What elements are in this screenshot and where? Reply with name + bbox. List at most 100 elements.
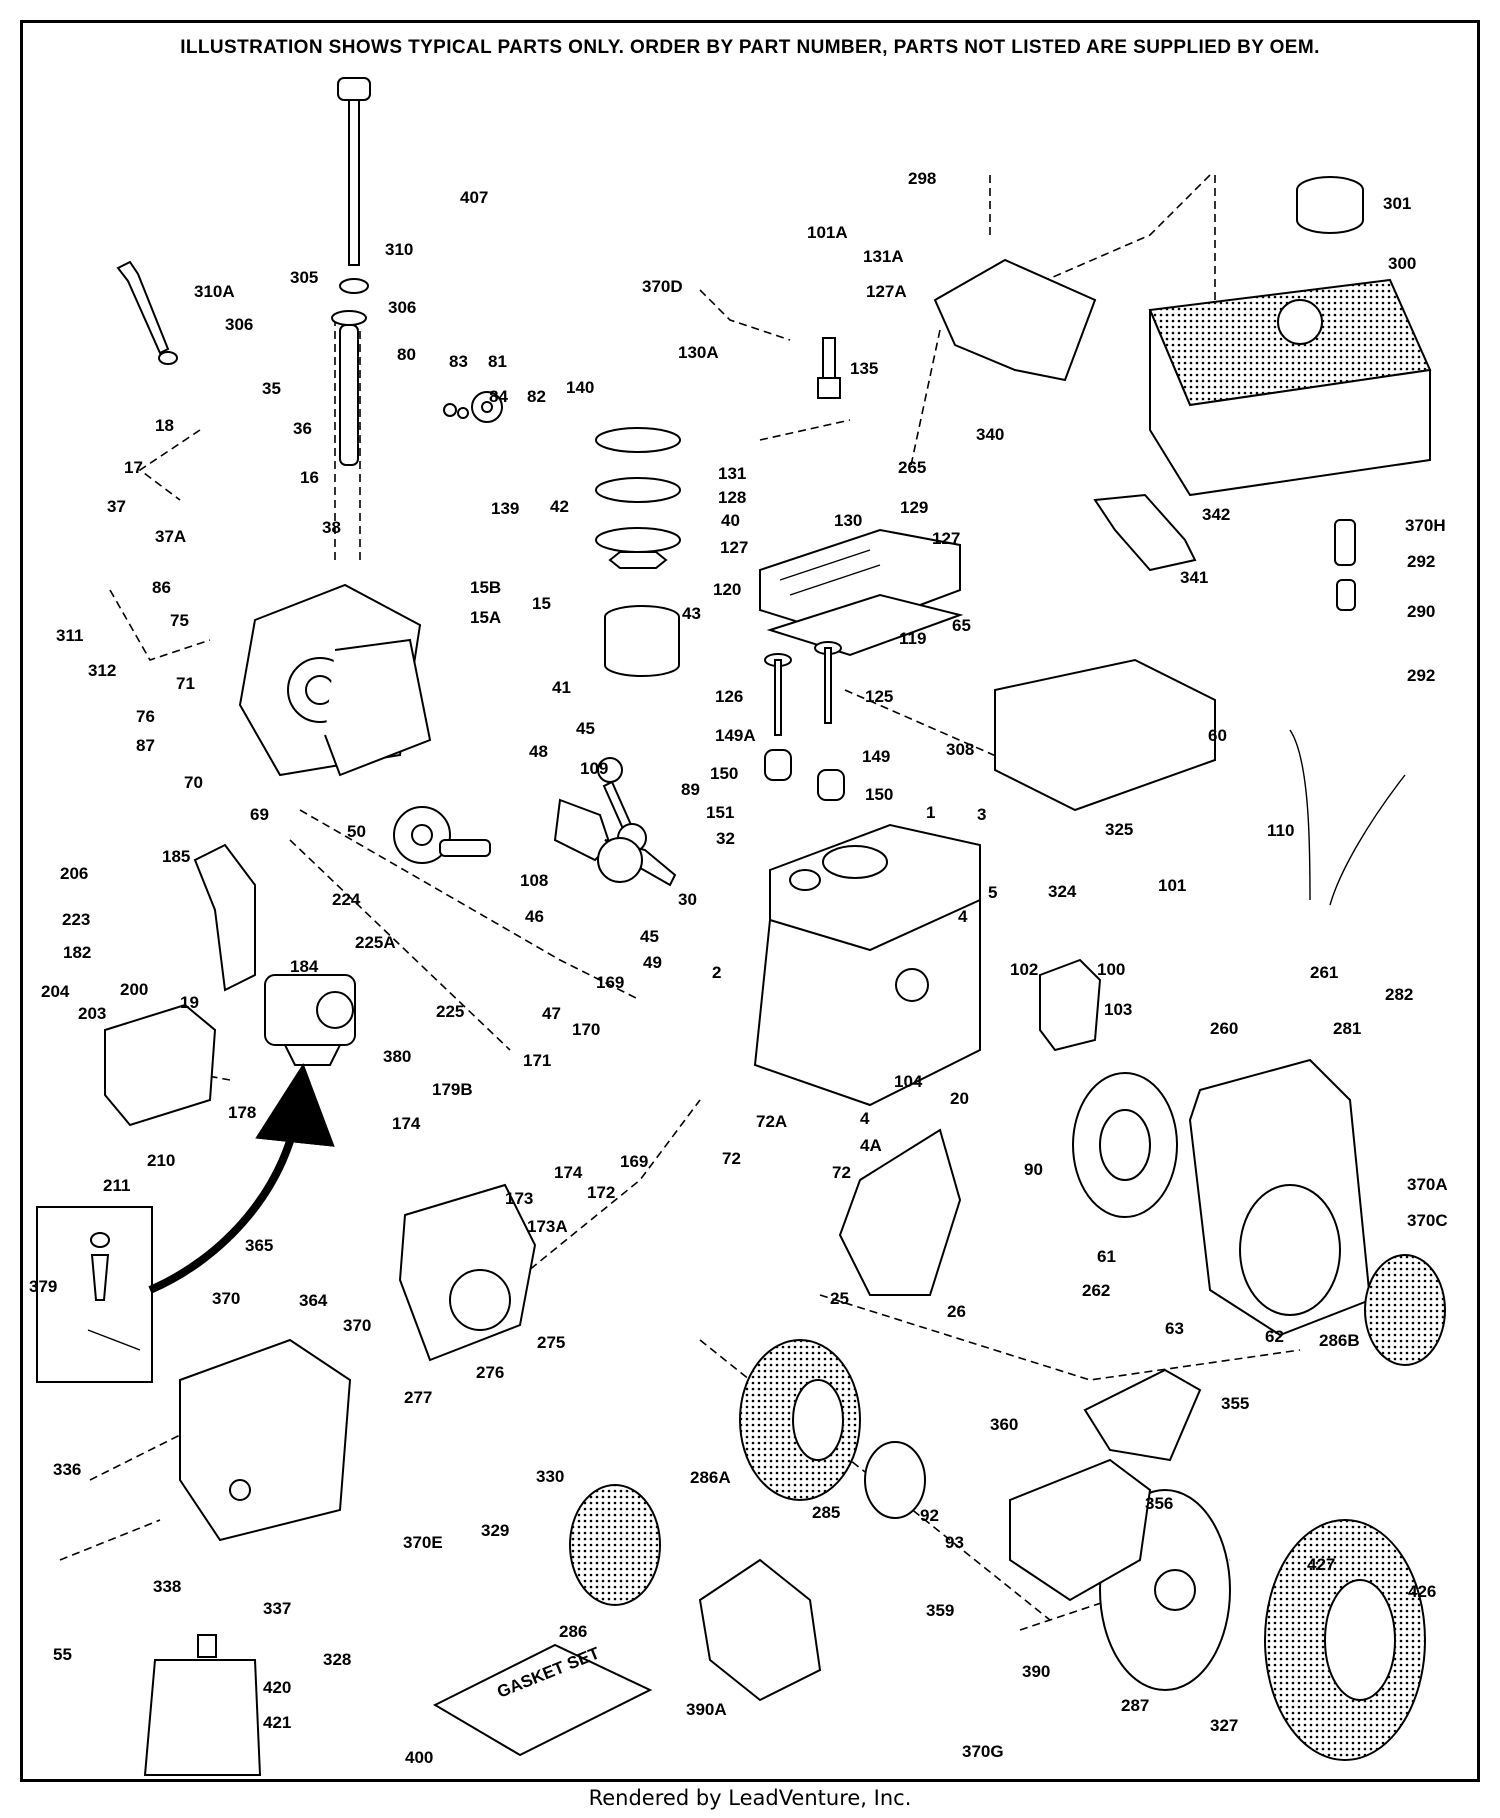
callout-184: 184 (290, 957, 319, 976)
callout-4a: 4A (860, 1136, 882, 1155)
cylinder-block (753, 823, 981, 1107)
callout-185: 185 (162, 847, 190, 866)
callout-338: 338 (153, 1577, 181, 1596)
governor-lever (116, 260, 178, 365)
callout-46: 46 (525, 907, 544, 926)
callout-300: 300 (1388, 254, 1416, 273)
callout-139: 139 (491, 499, 519, 518)
callout-281: 281 (1333, 1019, 1361, 1038)
callout-15: 15 (532, 594, 551, 613)
starter-cover (698, 1558, 822, 1702)
callout-4: 4 (958, 907, 968, 926)
fuel-tank (1148, 278, 1432, 497)
callout-83: 83 (449, 352, 468, 371)
callout-47: 47 (542, 1004, 561, 1023)
callout-76: 76 (136, 707, 155, 726)
callout-63: 63 (1165, 1319, 1184, 1338)
callout-131a: 131A (863, 247, 904, 266)
callout-325: 325 (1105, 820, 1133, 839)
callout-359: 359 (926, 1601, 954, 1620)
callout-225a: 225A (355, 933, 396, 952)
callout-370: 370 (212, 1289, 240, 1308)
callout-390: 390 (1022, 1662, 1050, 1681)
crankshaft (553, 798, 677, 887)
callout-101: 101 (1158, 876, 1186, 895)
tank-bracket (1093, 493, 1197, 572)
carburetor-bracket (104, 1003, 217, 1127)
callout-174b: 174 (554, 1163, 583, 1182)
callout-260: 260 (1210, 1019, 1238, 1038)
callout-179b: 179B (432, 1080, 473, 1099)
callout-324: 324 (1048, 882, 1077, 901)
carburetor (264, 974, 356, 1066)
callout-379: 379 (29, 1277, 57, 1296)
callout-328: 328 (323, 1650, 351, 1669)
callout-32: 32 (716, 829, 735, 848)
callout-103: 103 (1104, 1000, 1132, 1019)
callout-329: 329 (481, 1521, 509, 1540)
callout-292b: 292 (1407, 666, 1435, 685)
callout-60: 60 (1208, 726, 1227, 745)
callout-71: 71 (176, 674, 195, 693)
callout-30: 30 (678, 890, 697, 909)
callout-55: 55 (53, 1645, 72, 1664)
callout-341: 341 (1180, 568, 1208, 587)
callout-2: 2 (712, 963, 721, 982)
callout-140: 140 (566, 378, 594, 397)
screen-adapter (864, 1441, 926, 1519)
callout-262: 262 (1082, 1281, 1110, 1300)
callout-370d: 370D (642, 277, 683, 296)
callout-173a: 173A (527, 1217, 568, 1236)
valve-springs (764, 749, 845, 801)
callout-169b: 169 (620, 1152, 648, 1171)
callout-110: 110 (1267, 821, 1294, 840)
callout-370a: 370A (1407, 1175, 1448, 1194)
callout-43: 43 (682, 604, 701, 623)
callout-276: 276 (476, 1363, 504, 1382)
callout-182: 182 (63, 943, 91, 962)
callout-25: 25 (830, 1289, 849, 1308)
callout-224: 224 (332, 890, 361, 909)
callout-119: 119 (899, 629, 926, 648)
callout-292: 292 (1407, 552, 1435, 571)
callout-370c: 370C (1407, 1211, 1448, 1230)
callout-50: 50 (347, 822, 366, 841)
callout-104: 104 (894, 1072, 923, 1091)
callout-120: 120 (713, 580, 741, 599)
flywheel (1072, 1072, 1178, 1218)
callout-210: 210 (147, 1151, 175, 1170)
callout-407: 407 (460, 188, 488, 207)
callout-72a: 72A (756, 1112, 787, 1131)
callout-84: 84 (489, 387, 508, 406)
callout-102: 102 (1010, 960, 1038, 979)
callout-38: 38 (322, 518, 341, 537)
callout-18: 18 (155, 416, 174, 435)
callout-48: 48 (529, 742, 548, 761)
callout-42: 42 (550, 497, 569, 516)
screen-286 (569, 1484, 661, 1606)
callout-370g: 370G (962, 1742, 1004, 1761)
callout-149a: 149A (715, 726, 756, 745)
callout-81: 81 (488, 352, 507, 371)
callout-126: 126 (715, 687, 743, 706)
ground-wire (1289, 729, 1406, 906)
callout-306: 306 (388, 298, 416, 317)
callout-337: 337 (263, 1599, 291, 1618)
gasket-set-package: GASKET SET (432, 1643, 653, 1757)
callout-178: 178 (228, 1103, 256, 1122)
inset-box (36, 1206, 153, 1383)
intake-pipe (193, 843, 256, 992)
callout-36: 36 (293, 419, 312, 438)
callout-72b: 72 (832, 1163, 851, 1182)
callout-labels: 298 301 101A 131A 370D 127A 300 130A 135… (29, 169, 1448, 1767)
callout-275: 275 (537, 1333, 565, 1352)
callout-45: 45 (576, 719, 595, 738)
callout-427: 427 (1307, 1555, 1335, 1574)
callout-310: 310 (385, 240, 413, 259)
callout-370e: 370E (403, 1533, 443, 1552)
callout-131: 131 (718, 464, 746, 483)
callout-311: 311 (56, 626, 83, 645)
callout-16: 16 (300, 468, 319, 487)
callout-390a: 390A (686, 1700, 727, 1719)
callout-127a: 127A (866, 282, 907, 301)
